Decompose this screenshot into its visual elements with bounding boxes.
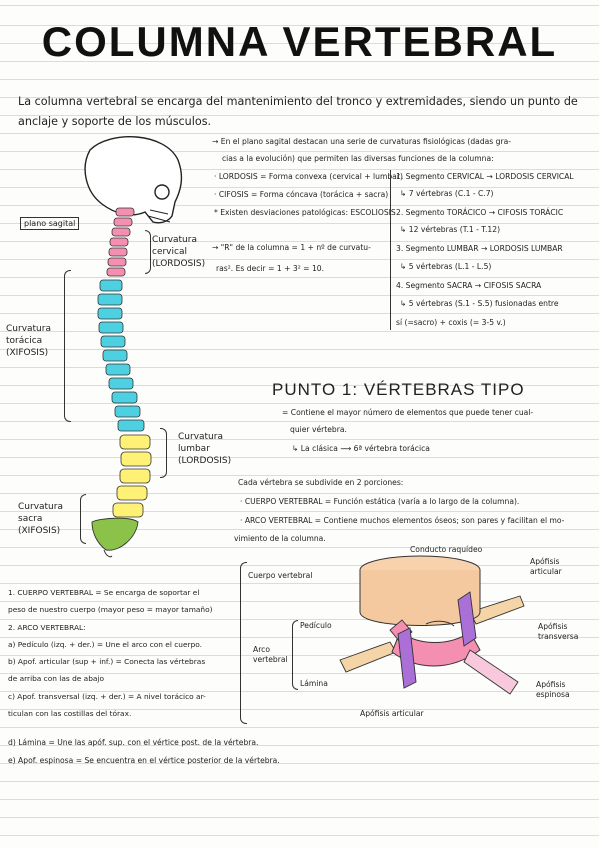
- sacral-curvature-label: Curvatura sacra (XIFOSIS): [18, 502, 63, 536]
- segment-sacra: 4. Segmento SACRA → CIFOSIS SACRA: [396, 281, 542, 290]
- arco-brace: [292, 620, 298, 690]
- label-pediculo: Pedículo: [300, 621, 332, 630]
- segments-divider: [390, 170, 391, 330]
- portions-text: Cada vértebra se subdivide en 2 porcione…: [238, 478, 404, 487]
- intro-text: La columna vertebral se encarga del mant…: [18, 95, 578, 128]
- list-item-a: a) Pedículo (izq. + der.) = Une el arco …: [8, 639, 202, 649]
- cifosis-bullet: · CIFOSIS = Forma cóncava (torácica + sa…: [214, 190, 389, 199]
- segment-lumbar: 3. Segmento LUMBAR → LORDOSIS LUMBAR: [396, 244, 563, 253]
- list-cuerpo: 1. CUERPO VERTEBRAL = Se encarga de sopo…: [8, 588, 200, 597]
- sacral-brace: [80, 494, 86, 544]
- sacrum: [91, 517, 139, 551]
- lumbar-vertebrae: [112, 434, 152, 518]
- segment-sacra-sub: ↳ 5 vértebras (S.1 - S.5) fusionadas ent…: [400, 299, 559, 308]
- vertebra-diagram: [339, 555, 525, 695]
- formula-line-1: → "R" de la columna = 1 + nº de curvatu-: [212, 243, 371, 252]
- page-title: COLUMNA VERTEBRAL: [41, 18, 558, 65]
- label-lamina: Lámina: [300, 679, 328, 688]
- list-item-c2: ticulan con las costillas del tórax.: [8, 709, 132, 719]
- sagital-line-1: → En el plano sagital destacan una serie…: [212, 137, 512, 146]
- punto1-line-2: quier vértebra.: [290, 425, 347, 434]
- punto1-line-1: = Contiene el mayor número de elementos …: [282, 408, 534, 417]
- list-item-b: b) Apof. articular (sup + inf.) = Conect…: [8, 657, 206, 667]
- sagital-line-2: cias a la evolución) que permiten las di…: [222, 154, 494, 163]
- segment-lumbar-sub: ↳ 5 vértebras (L.1 - L.5): [400, 262, 492, 271]
- formula-line-2: ras². Es decir = 1 + 3² = 10.: [216, 264, 325, 273]
- list-item-d: d) Lámina = Une las apóf. sup. con el vé…: [8, 738, 259, 747]
- punto1-heading: PUNTO 1: VÉRTEBRAS TIPO: [272, 380, 525, 399]
- cervical-brace: [145, 230, 151, 274]
- thoracic-brace: [64, 270, 71, 422]
- segment-toracico: 2. Segmento TORÁCICO → CIFOSIS TORÁCIC: [396, 208, 564, 217]
- cervical-vertebrae: [106, 207, 135, 277]
- spine-illustration: [84, 136, 183, 558]
- diagram-brace: [240, 562, 247, 724]
- lumbar-curvature-label: Curvatura lumbar (LORDOSIS): [178, 432, 232, 466]
- segment-sacra-end: sí (=sacro) + coxis (= 3-5 v.): [396, 318, 506, 327]
- list-item-c: c) Apof. transversal (izq. + der.) = A n…: [8, 691, 206, 701]
- cervical-curvature-label: Curvatura cervical (LORDOSIS): [152, 235, 206, 269]
- list-item-e: e) Apof. espinosa = Se encuentra en el v…: [8, 756, 280, 765]
- label-cuerpo-vertebral: Cuerpo vertebral: [248, 571, 313, 580]
- label-conducto-raquideo: Conducto raquídeo: [410, 545, 483, 554]
- arco-definition-2: vimiento de la columna.: [234, 534, 326, 543]
- cuerpo-definition: · CUERPO VERTEBRAL = Función estática (v…: [240, 497, 520, 506]
- lumbar-brace: [160, 428, 167, 478]
- segment-cervical-sub: ↳ 7 vértebras (C.1 - C.7): [400, 189, 494, 198]
- list-cuerpo-2: peso de nuestro cuerpo (mayor peso = may…: [8, 605, 213, 615]
- lordosis-bullet: · LORDOSIS = Forma convexa (cervical + l…: [214, 172, 403, 181]
- arco-definition-1: · ARCO VERTEBRAL = Contiene muchos eleme…: [240, 516, 565, 525]
- punto1-line-3: ↳ La clásica ⟿ 6ª vértebra torácica: [292, 444, 430, 453]
- skull-icon: [84, 136, 183, 224]
- segment-cervical: 1. Segmento CERVICAL → LORDOSIS CERVICAL: [396, 172, 574, 181]
- label-apofisis-articular-bottom: Apófisis articular: [360, 709, 424, 718]
- list-item-b2: de arriba con las de abajo: [8, 674, 104, 684]
- list-arco: 2. ARCO VERTEBRAL:: [8, 622, 86, 632]
- thoracic-curvature-label: Curvatura torácica (XIFOSIS): [6, 324, 51, 358]
- segment-toracico-sub: ↳ 12 vértebras (T.1 - T.12): [400, 225, 501, 234]
- escoliosis-bullet: * Existen desviaciones patológicas: ESCO…: [214, 208, 396, 217]
- plano-sagital-label: plano sagital: [20, 217, 80, 230]
- thoracic-vertebrae: [97, 279, 145, 432]
- vertebra-parts-list: 1. CUERPO VERTEBRAL = Se encarga de sopo…: [8, 584, 243, 722]
